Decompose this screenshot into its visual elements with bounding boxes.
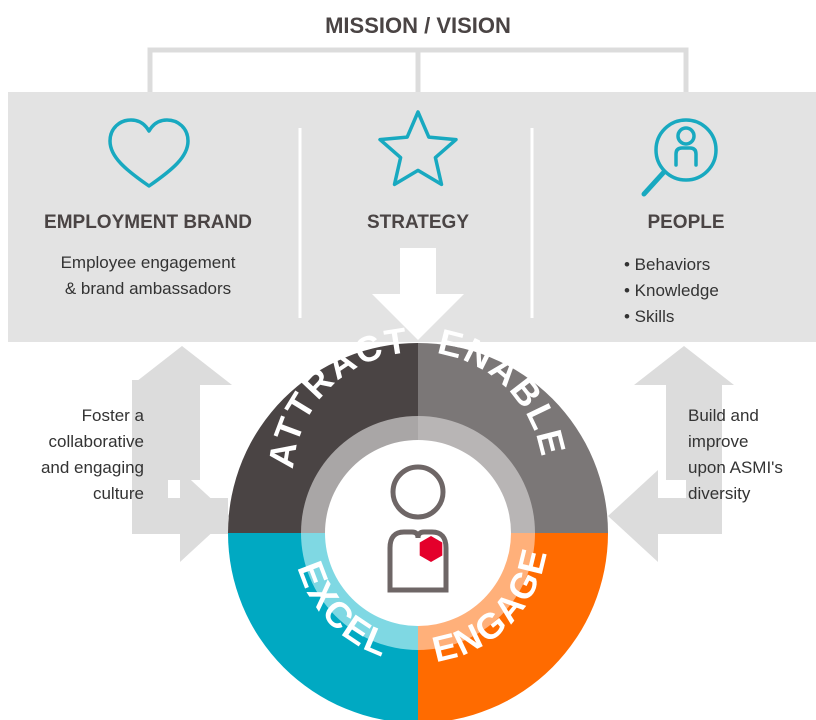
left-note: Foster a collaborative and engaging cult… — [41, 406, 145, 503]
pillar-text: • Skills — [624, 307, 674, 326]
heart-icon — [108, 118, 190, 188]
star-icon — [378, 110, 458, 187]
svg-text:collaborative: collaborative — [49, 432, 144, 451]
person-icon — [387, 464, 449, 593]
svg-text:upon ASMI's: upon ASMI's — [688, 458, 783, 477]
hexagon-badge — [419, 536, 443, 562]
pillar-text: • Behaviors — [624, 255, 710, 274]
svg-text:diversity: diversity — [688, 484, 751, 503]
pillar-text: & brand ambassadors — [65, 279, 231, 298]
pillar-heading-people: PEOPLE — [647, 212, 724, 233]
pillar-text: • Knowledge — [624, 281, 719, 300]
svg-text:Build and: Build and — [688, 406, 759, 425]
svg-text:Foster a: Foster a — [82, 406, 145, 425]
svg-text:culture: culture — [93, 484, 144, 503]
left-double-arrow — [132, 346, 232, 562]
pillar-heading-strategy: STRATEGY — [367, 212, 469, 233]
title-bracket — [147, 47, 689, 92]
page-title: MISSION / VISION — [325, 13, 511, 38]
pillar-text: Employee engagement — [61, 253, 236, 272]
svg-text:improve: improve — [688, 432, 748, 451]
strategy-arrow — [372, 248, 464, 340]
right-note: Build and improve upon ASMI's diversity — [688, 406, 783, 503]
person-search-icon — [641, 118, 718, 197]
right-double-arrow — [608, 346, 734, 562]
svg-text:and engaging: and engaging — [41, 458, 144, 477]
pillar-heading-employment-brand: EMPLOYMENT BRAND — [44, 212, 252, 233]
